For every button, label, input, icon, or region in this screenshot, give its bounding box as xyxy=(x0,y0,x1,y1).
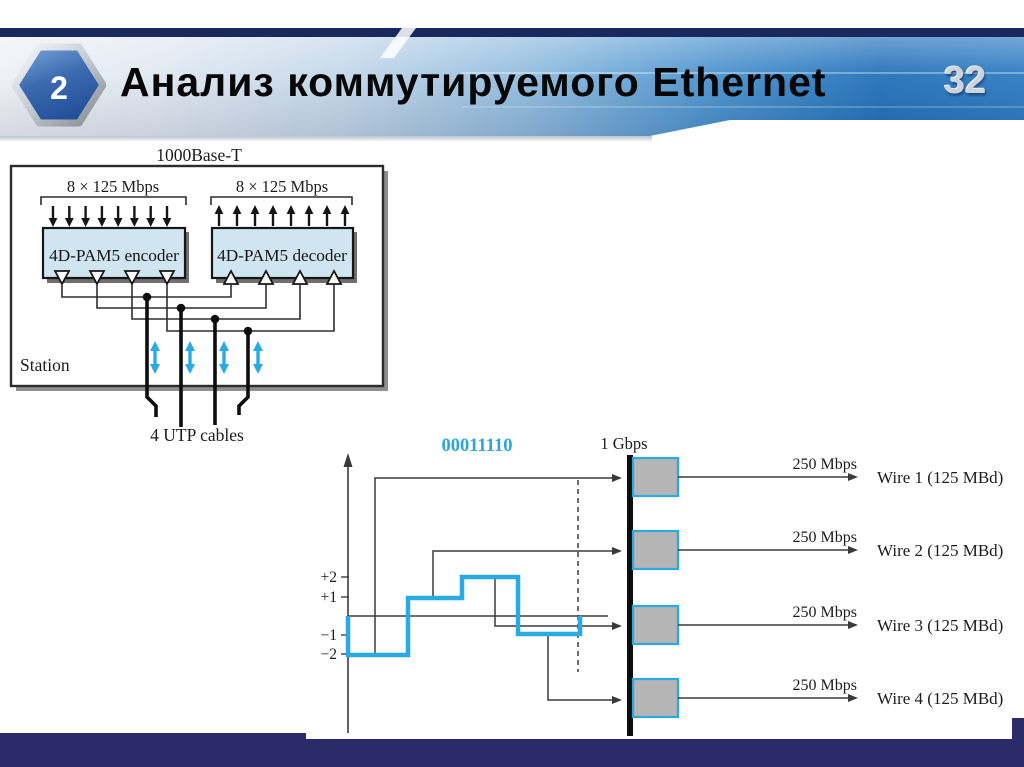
encoder-bracket xyxy=(40,196,187,205)
connector-wire4 xyxy=(547,634,622,704)
wire2-rate: 250 Mbps xyxy=(793,529,857,546)
encoder-box xyxy=(41,226,187,280)
slide-badge-number: 2 xyxy=(50,70,68,106)
connector-wire2 xyxy=(432,547,622,598)
station-label: Station xyxy=(20,355,70,375)
encoder-label: 4D-PAM5 encoder xyxy=(49,246,179,265)
utp-cables xyxy=(145,297,250,427)
pam5-waveform-diagram: 00011110 1 Gbps +2 +1 −1 −2 xyxy=(321,434,1003,736)
level-plus1: +1 xyxy=(321,589,338,606)
level-minus1: −1 xyxy=(321,627,338,644)
wire-boxes xyxy=(631,456,680,719)
diagram-title: 1000Base-T xyxy=(156,145,242,165)
wire3-box xyxy=(631,604,680,646)
header-shadow-strip xyxy=(0,136,652,141)
level-plus2: +2 xyxy=(321,569,338,586)
decoder-box xyxy=(210,226,355,280)
wire4-label: Wire 4 (125 MBd) xyxy=(877,689,1003,708)
pam5-waveform xyxy=(345,574,583,658)
footer-bar-left xyxy=(0,733,306,767)
bit-pattern-label: 00011110 xyxy=(442,436,513,456)
decoder-bracket xyxy=(210,196,353,205)
footer-corner-block xyxy=(1012,718,1024,767)
header-band xyxy=(0,28,1024,136)
splitter-bar xyxy=(627,455,633,736)
hexagon-border xyxy=(12,43,106,127)
decoder-rate-label: 8 × 125 Mbps xyxy=(236,177,328,196)
decoder-label: 4D-PAM5 decoder xyxy=(217,246,347,265)
wire1-rate: 250 Mbps xyxy=(793,456,857,473)
level-labels: +2 +1 −1 −2 xyxy=(321,569,338,663)
wire1-box xyxy=(631,456,680,498)
level-to-wire-connectors xyxy=(374,474,622,704)
wire3-label: Wire 3 (125 MBd) xyxy=(877,616,1003,635)
wire-arrows xyxy=(678,473,858,702)
header-top-stripe xyxy=(0,28,1024,37)
wire3-rate: 250 Mbps xyxy=(793,604,857,621)
decoder-port-triangles xyxy=(222,269,343,285)
y-axis-arrowhead xyxy=(343,453,353,467)
wire-rate-labels: 250 Mbps 250 Mbps 250 Mbps 250 Mbps xyxy=(793,456,857,694)
footer-bar-right xyxy=(306,739,1024,767)
station-diagram: 1000Base-T 8 × 125 Mbps 8 × 125 Mbps 4D-… xyxy=(9,145,388,445)
wire4-box xyxy=(631,677,680,719)
page-number: 32 xyxy=(944,60,987,102)
slide-number-hexagon: 2 xyxy=(12,43,106,127)
wire-name-labels: Wire 1 (125 MBd) Wire 2 (125 MBd) Wire 3… xyxy=(877,468,1003,708)
encoder-port-triangles xyxy=(53,270,176,286)
wire1-label: Wire 1 (125 MBd) xyxy=(877,468,1003,487)
encoder-rate-label: 8 × 125 Mbps xyxy=(67,177,159,196)
level-minus2: −2 xyxy=(321,646,338,663)
utp-cables-label: 4 UTP cables xyxy=(150,425,244,445)
connector-wire3 xyxy=(494,577,622,630)
wire4-rate: 250 Mbps xyxy=(793,677,857,694)
aggregate-rate-label: 1 Gbps xyxy=(600,434,647,453)
connector-wire1 xyxy=(374,474,622,655)
wire2-label: Wire 2 (125 MBd) xyxy=(877,541,1003,560)
page-title: Анализ коммутируемого Ethernet xyxy=(120,59,827,105)
header-bottom-notch xyxy=(650,120,1024,136)
wire2-box xyxy=(631,529,680,571)
